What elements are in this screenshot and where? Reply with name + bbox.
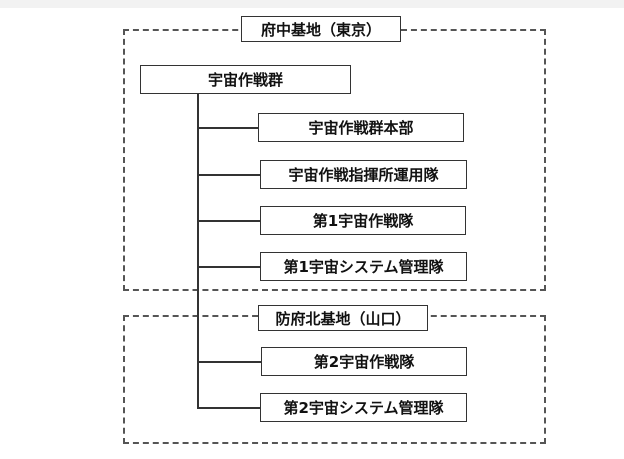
connector-spine xyxy=(197,94,199,408)
unit-box-hq: 宇宙作戦群本部 xyxy=(258,113,464,142)
connector-branch-5 xyxy=(197,361,261,363)
top-strip xyxy=(0,0,624,8)
unit-box-command-post: 宇宙作戦指揮所運用隊 xyxy=(260,160,467,189)
unit-box-1st-system-mgmt: 第1宇宙システム管理隊 xyxy=(260,252,467,281)
connector-branch-2 xyxy=(197,174,260,176)
region-hofu-kita-base xyxy=(123,315,546,444)
unit-box-2nd-system-mgmt: 第2宇宙システム管理隊 xyxy=(260,393,467,422)
region-label-hofu: 防府北基地（山口） xyxy=(258,305,428,331)
unit-box-root: 宇宙作戦群 xyxy=(140,65,351,94)
connector-branch-4 xyxy=(197,266,260,268)
unit-box-2nd-operations: 第2宇宙作戦隊 xyxy=(261,347,467,376)
unit-box-1st-operations: 第1宇宙作戦隊 xyxy=(260,206,466,235)
connector-branch-3 xyxy=(197,220,260,222)
connector-branch-1 xyxy=(197,127,258,129)
connector-branch-6 xyxy=(197,407,260,409)
region-label-fuchu: 府中基地（東京） xyxy=(241,16,401,42)
